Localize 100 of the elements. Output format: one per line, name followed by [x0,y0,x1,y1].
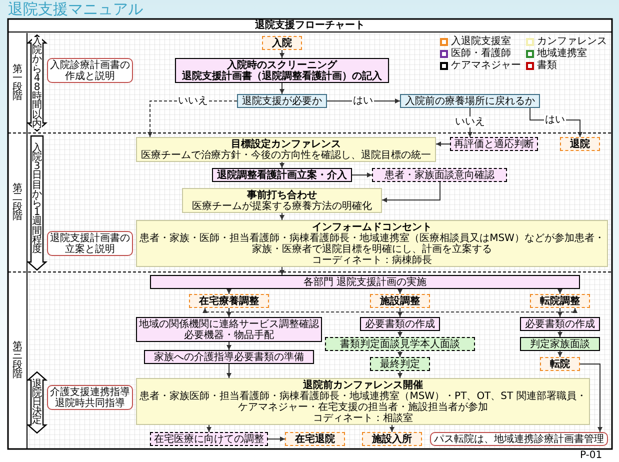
arrow [398,350,402,358]
box-text: 医療チームが提案する療養方法の明確化 [192,200,372,212]
legend-label: カンファレンス [537,36,607,47]
arrow [268,436,286,442]
arrow [326,98,400,104]
box-heading: インフォームドコンセント [312,222,432,232]
process-box [150,432,268,446]
arrow [226,288,232,294]
box-text: 最終判定 [380,358,420,370]
edge-label: いいえ [177,96,209,106]
stage-label: 第三段階 [12,342,22,379]
box-text: 判定家族面談 [530,338,590,350]
box-text: 患者・家族・医師・担当看護師・病棟看護師長・地域連携室（医療相談員又はMSW）などが参加患者・家族・医療者で退院目標を明確にし、計画を立案する [139,232,605,254]
process-box [212,168,352,182]
conference-box [136,220,608,267]
box-heading: 退院調整看護計画立案・介入 [217,170,347,180]
box-heading: 在宅退院 [295,434,335,444]
decision-box [237,94,327,108]
box-heading: 施設調整 [380,296,420,306]
legend-label: 書類 [537,60,557,71]
legend-label: 地域連携室 [537,48,587,59]
box-text: 再評価と適応判断 [454,138,534,150]
arrow [280,162,284,168]
box-text: 必要書類の作成 [365,318,435,330]
arrow [226,308,232,318]
stage-label: 入院から48時間以内 [32,37,42,129]
arrow [280,212,284,220]
start-end-box [370,294,430,308]
stage-label: 第二段階 [12,184,22,221]
legend-label: ケアマネジャー [451,60,521,71]
box-heading: 施設入所 [372,434,412,444]
process-box [150,275,580,289]
box-text: コディネート：相談室 [313,412,413,424]
process-box [360,317,440,331]
box-text: コーディネート：病棟師長 [312,254,432,266]
arrow [226,364,232,378]
start-end-box [189,294,269,308]
box-text: 患者・家族医師・担当看護師・病棟看護師長・地域連携室（MSW）・PT、OT、ST 関連部署職員・ケアマネジャー・在宅支援の担当者・施設担当者が参加 [139,390,587,412]
conference-box [136,137,436,162]
start-end-box [560,137,600,151]
arrow [530,108,582,138]
page-number: P-01 [580,450,604,461]
process-box [144,350,314,364]
arrow [580,364,602,432]
box-text: 各部門 退院支援計画の実施 [303,276,427,288]
note-box [430,432,608,446]
process-box [520,317,600,331]
arrow [390,424,394,432]
arrow [558,330,562,338]
edge-label: いいえ [454,116,486,128]
process-box [372,168,507,182]
box-heading: 転院 [550,358,570,370]
start-end-box [285,432,345,446]
box-heading: 転院調整 [540,296,580,306]
box-heading: 退院前カンファレンス開催 [303,380,423,390]
box-text: 必要書類の作成 [525,318,595,330]
box-text: 退院支援が必要か [242,96,322,106]
box-heading: 退院 [570,138,590,150]
box-text: 入院診療計画書の作成と説明 [50,60,130,82]
dashed-arrow [202,308,578,313]
process-box [175,58,389,83]
box-text: 書類判定面談見学本人面談 [340,338,460,350]
chart-title: 退院支援フローチャート [254,20,366,31]
stage-label: 第一段階 [12,64,22,102]
edge-label: はい [352,96,374,106]
arrow [280,50,284,58]
arrow [436,142,450,146]
process-box [325,337,475,351]
box-heading: 入院時のスクリーニング [227,60,337,70]
page-title: 退院支援マニュアル [8,1,143,18]
arrow [352,172,372,178]
arrow [280,266,284,276]
arrow [398,308,402,318]
edge-label: はい [544,114,566,126]
arrow [398,288,402,294]
box-text: 在宅医療に向けての調整 [154,434,264,444]
legend-label: 入退院支援室 [451,36,511,47]
box-heading: 目標設定カンファレンス [231,138,341,150]
box-text: 退院支援計画書の立案と説明 [50,232,130,254]
start-end-box [540,357,580,371]
start-end-box [530,294,590,308]
box-text: 医療チームで治療方針・今後の方向性を確認し、退院目標の統一 [141,150,431,160]
box-text: 地域の関係機関に連絡サービス調整確認必要機器・物品手配 [139,318,319,340]
box-text: 入院前の療養場所に戻れるか [405,96,535,106]
arrow [226,342,232,350]
arrow [558,288,562,294]
process-box [370,357,430,371]
box-text: パス転院は、地域連携診療計画書管理 [434,434,604,444]
start-end-box [362,432,422,446]
box-heading: 入院 [272,38,292,48]
box-text: 家族への介護指導必要書類の準備 [154,352,304,362]
arrow [382,182,440,202]
box-heading: 退院支援計画書（退院調整看護計画）の記入 [182,70,382,82]
process-box [520,337,600,351]
arrow [398,370,402,378]
conference-box [136,378,590,425]
box-text: 患者・家族面談意向確認 [384,170,494,180]
process-box [450,137,538,151]
arrow [558,308,562,318]
arrow [558,350,562,358]
